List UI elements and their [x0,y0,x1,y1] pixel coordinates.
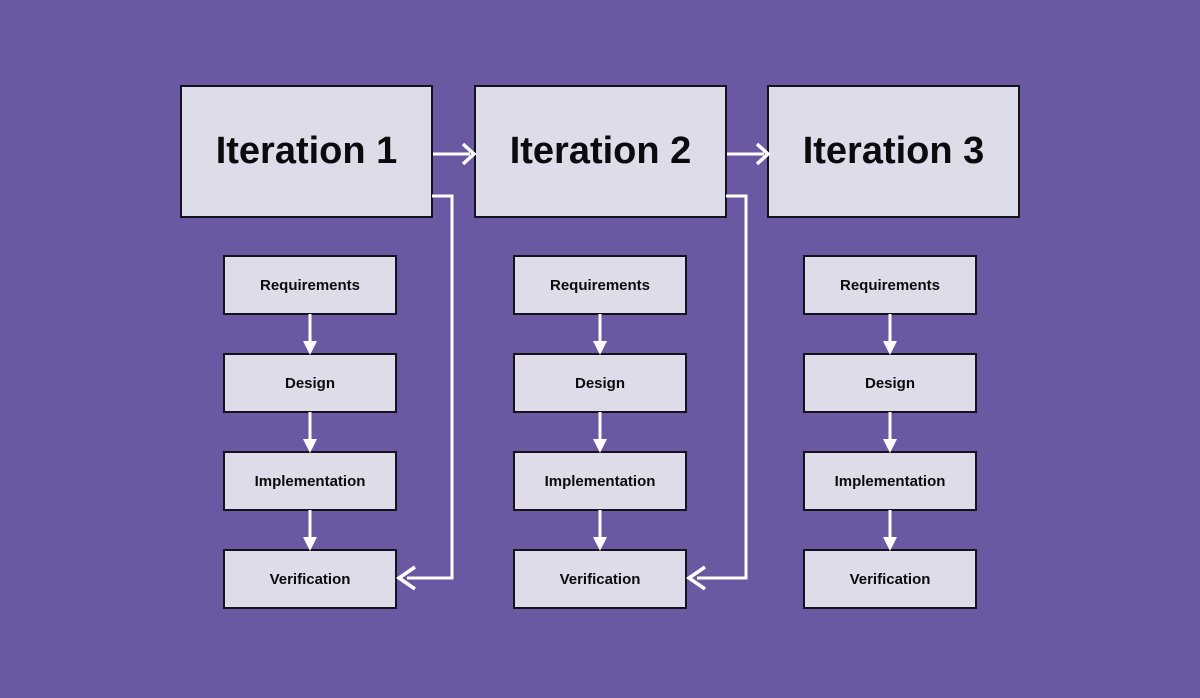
stage-rect-1-implementation[interactable] [223,451,397,511]
stage-label-1-verification: Verification [270,571,351,588]
stage-box-1-design[interactable]: Design [223,353,397,413]
stage-label-3-implementation: Implementation [835,473,946,490]
stage-rect-3-design[interactable] [803,353,977,413]
stage-arrow-2-req-to-design [593,314,607,355]
stage-box-3-design[interactable]: Design [803,353,977,413]
feedback-loop-arrow-2 [685,194,748,591]
stage-rect-2-requirements[interactable] [513,255,687,315]
stage-label-3-design: Design [865,375,915,392]
iteration-header-rect-1[interactable] [180,85,433,218]
column-iteration-3: Iteration 3 Requirements Design Implemen… [767,85,1020,609]
iteration-header-box-1[interactable]: Iteration 1 [180,85,433,218]
stage-box-1-requirements[interactable]: Requirements [223,255,397,315]
stage-box-3-requirements[interactable]: Requirements [803,255,977,315]
stage-label-2-verification: Verification [560,571,641,588]
iteration-header-rect-3[interactable] [767,85,1020,218]
stage-rect-3-implementation[interactable] [803,451,977,511]
stage-box-2-implementation[interactable]: Implementation [513,451,687,511]
stage-box-2-verification[interactable]: Verification [513,549,687,609]
stage-label-2-implementation: Implementation [545,473,656,490]
header-connector-arrow-1-to-2 [433,142,477,166]
stage-rect-3-verification[interactable] [803,549,977,609]
iteration-header-box-3[interactable]: Iteration 3 [767,85,1020,218]
stage-arrow-3-impl-to-verif [883,510,897,551]
stage-label-1-implementation: Implementation [255,473,366,490]
stage-label-3-verification: Verification [850,571,931,588]
iteration-header-label-2: Iteration 2 [510,130,692,172]
stage-box-2-design[interactable]: Design [513,353,687,413]
stage-rect-2-design[interactable] [513,353,687,413]
stage-arrow-3-req-to-design [883,314,897,355]
stage-arrow-2-design-to-impl [593,412,607,453]
stage-arrow-1-design-to-impl [303,412,317,453]
stage-arrow-1-req-to-design [303,314,317,355]
column-iteration-1: Iteration 1 Requirements Design Implemen… [180,85,454,609]
stage-box-3-implementation[interactable]: Implementation [803,451,977,511]
stage-label-3-requirements: Requirements [840,277,940,294]
stage-label-1-design: Design [285,375,335,392]
stage-rect-1-verification[interactable] [223,549,397,609]
stage-label-2-requirements: Requirements [550,277,650,294]
stage-arrow-1-impl-to-verif [303,510,317,551]
stage-label-1-requirements: Requirements [260,277,360,294]
stage-box-3-verification[interactable]: Verification [803,549,977,609]
header-connector-arrow-2-to-3 [727,142,771,166]
iteration-header-rect-2[interactable] [474,85,727,218]
stage-label-2-design: Design [575,375,625,392]
stage-rect-1-requirements[interactable] [223,255,397,315]
feedback-loop-arrow-1 [395,194,454,591]
stage-box-2-requirements[interactable]: Requirements [513,255,687,315]
iteration-header-box-2[interactable]: Iteration 2 [474,85,727,218]
iteration-header-label-3: Iteration 3 [803,130,985,172]
stage-rect-3-requirements[interactable] [803,255,977,315]
column-iteration-2: Iteration 2 Requirements Design Implemen… [474,85,748,609]
stage-box-1-verification[interactable]: Verification [223,549,397,609]
stage-rect-2-implementation[interactable] [513,451,687,511]
stage-arrow-2-impl-to-verif [593,510,607,551]
stage-arrow-3-design-to-impl [883,412,897,453]
iteration-header-label-1: Iteration 1 [216,130,398,172]
stage-box-1-implementation[interactable]: Implementation [223,451,397,511]
